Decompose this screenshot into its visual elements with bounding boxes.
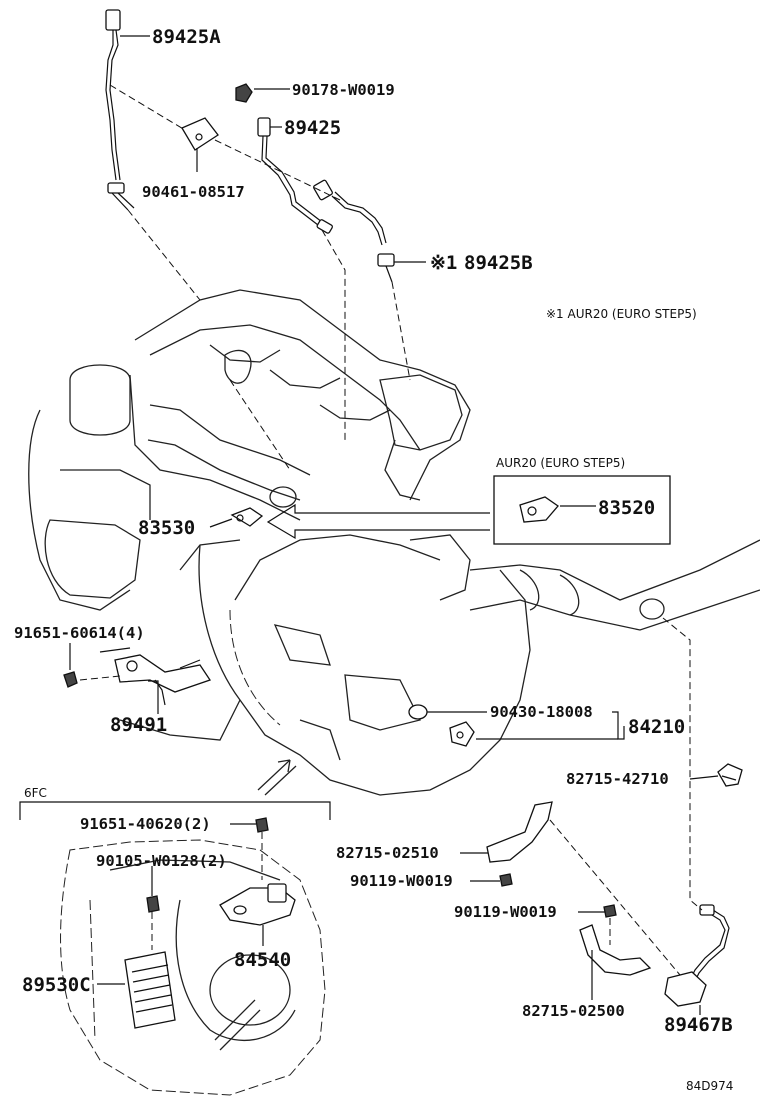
bolt-91651-40620-drawing [255, 817, 269, 833]
label-89467B: 89467B [664, 1014, 733, 1036]
label-90119-W0019-b: 90119-W0019 [454, 903, 557, 921]
label-82715-02500: 82715-02500 [522, 1002, 625, 1020]
shift-switch-84540-drawing [219, 883, 296, 926]
label-89530C: 89530C [22, 974, 91, 996]
label-91651-60614: 91651-60614(4) [14, 624, 145, 642]
label-90430-18008: 90430-18008 [490, 703, 593, 721]
label-89425B-mark: ※1 [430, 252, 457, 274]
label-90178-W0019: 90178-W0019 [292, 81, 395, 99]
clamp-90461-drawing [181, 117, 219, 151]
label-90119-W0019-a: 90119-W0019 [350, 872, 453, 890]
label-84540: 84540 [234, 949, 291, 971]
oil-pressure-switch-83530-drawing [230, 507, 264, 527]
box-83520-title: AUR20 (EURO STEP5) [496, 456, 625, 470]
clip-82715-42710-drawing [717, 763, 743, 787]
footnote-euro-step5: ※1 AUR20 (EURO STEP5) [546, 307, 697, 321]
bolt-90119-a-drawing [499, 873, 513, 887]
label-83530: 83530 [138, 517, 195, 539]
bolt-90105-drawing [146, 895, 160, 913]
label-89425B: 89425B [464, 252, 533, 274]
inset-transaxle-illustration [60, 839, 326, 1096]
inset-title-6fc: 6FC [24, 786, 47, 800]
grommet-90178-drawing [235, 83, 253, 103]
callout-arrow [266, 503, 490, 540]
label-84210: 84210 [628, 716, 685, 738]
engine-assembly-illustration [28, 289, 760, 796]
speed-sensor-89491-drawing [99, 647, 212, 706]
diagram-code: 84D974 [686, 1079, 733, 1093]
label-91651-40620: 91651-40620(2) [80, 815, 211, 833]
label-90105-W0128: 90105-W0128(2) [96, 852, 227, 870]
bolt-91651-60614-drawing [63, 671, 78, 688]
label-89425: 89425 [284, 117, 341, 139]
gasket-90430-drawing [408, 704, 428, 720]
oxygen-sensor-89425B-drawing [313, 179, 395, 283]
label-90461-08517: 90461-08517 [142, 183, 245, 201]
speed-sensor-89467B-drawing [664, 904, 730, 1007]
label-82715-02510: 82715-02510 [336, 844, 439, 862]
label-82715-42710: 82715-42710 [566, 770, 669, 788]
callout-box-83520 [493, 475, 671, 545]
label-83520: 83520 [598, 497, 655, 519]
tcm-89530C-drawing [124, 951, 176, 1029]
oxygen-sensor-89425A-drawing [105, 9, 135, 211]
bracket-82715-02510-drawing [486, 801, 553, 863]
bolt-90119-b-drawing [603, 904, 617, 918]
switch-84210-drawing [449, 721, 475, 747]
label-89491: 89491 [110, 714, 167, 736]
inset-6fc-bracket [19, 801, 331, 820]
oil-pressure-switch-83520-drawing [519, 496, 559, 523]
bracket-82715-02500-drawing [579, 924, 652, 976]
label-89425A: 89425A [152, 26, 221, 48]
